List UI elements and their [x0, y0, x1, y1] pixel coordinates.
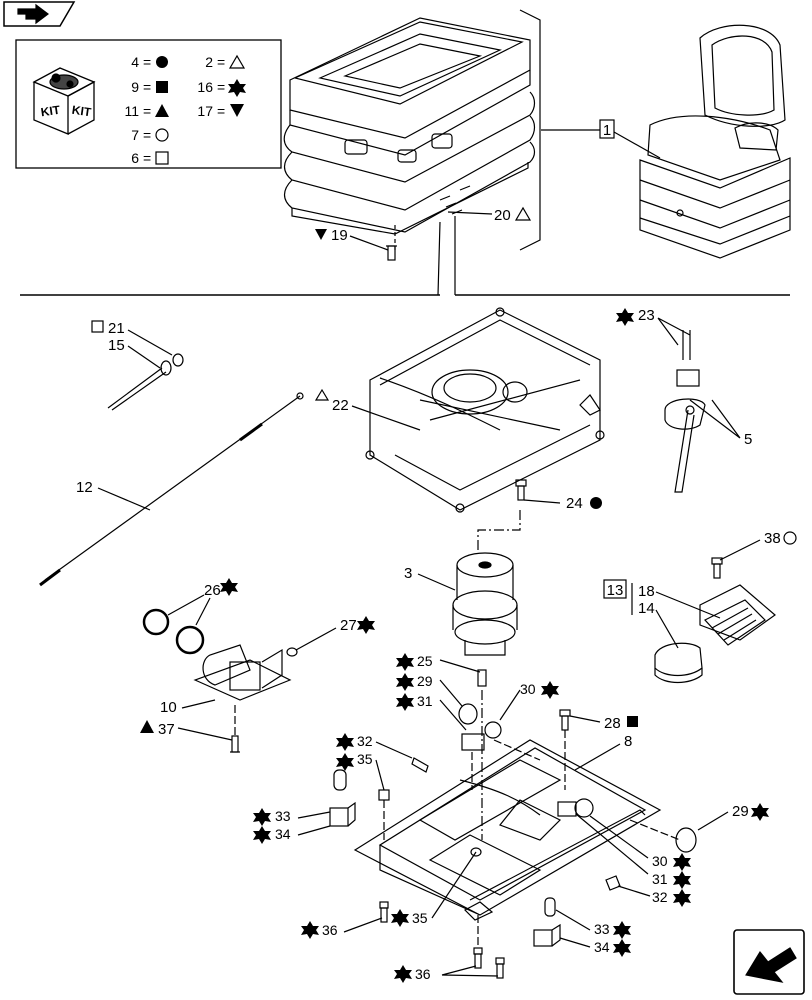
callout-8: 8: [624, 733, 632, 750]
filled-square-icon: [156, 81, 168, 93]
fasteners-30-31-right: [557, 798, 594, 818]
callout-27: 27: [340, 617, 357, 634]
callout-19: 19: [331, 227, 348, 244]
bracket-5: [664, 330, 706, 493]
callout-24: 24: [566, 495, 583, 512]
callout-5: 5: [744, 431, 752, 448]
callout-25: 25: [417, 653, 433, 669]
callout-26: 26: [204, 582, 221, 599]
screws-36-bottom: [473, 947, 505, 979]
svg-text:=: =: [143, 150, 151, 166]
callout-31-right: 31: [652, 871, 668, 887]
callout-29-right: 29: [732, 803, 749, 820]
fasteners-25-29-31-30: [458, 669, 502, 751]
screw-37: [230, 735, 240, 753]
callout-32-right: 32: [652, 889, 668, 905]
screw-38: [711, 557, 723, 579]
svg-text:=: =: [143, 79, 151, 95]
legend-number-11: 11: [124, 103, 139, 119]
svg-text:=: =: [217, 103, 225, 119]
callout-13: 13: [607, 582, 624, 599]
callout-1: 1: [603, 122, 611, 139]
legend-number-4: 4: [131, 54, 139, 70]
callout-10: 10: [160, 699, 177, 716]
svg-text:=: =: [143, 54, 151, 70]
callout-3: 3: [404, 565, 412, 582]
back-nav-icon[interactable]: [3, 1, 76, 27]
complete-seat-illustration: [639, 24, 791, 259]
legend-number-7: 7: [131, 127, 139, 143]
open-triangle-icon: [228, 54, 246, 69]
fasteners-32-35-left: [378, 757, 429, 840]
screw-36-left: [379, 901, 389, 923]
seat-suspension-assembly: [283, 17, 536, 235]
pin-15: [107, 360, 172, 411]
callout-37: 37: [158, 721, 175, 738]
forward-nav-icon[interactable]: [733, 929, 805, 995]
callout-20: 20: [494, 207, 511, 224]
callout-32: 32: [357, 733, 373, 749]
callout-18: 18: [638, 583, 655, 600]
assembly-bracket: 1: [519, 9, 661, 251]
clamps-26: [142, 608, 205, 655]
screw-32-right: [605, 875, 621, 891]
legend-number-17: 17: [197, 103, 213, 119]
callout-21: 21: [108, 320, 125, 337]
callout-30-right: 30: [652, 853, 668, 869]
callout-14: 14: [638, 600, 655, 617]
kit-label-right: KIT: [71, 103, 93, 120]
screw-19: [386, 245, 397, 261]
callout-34-bottom: 34: [594, 939, 610, 955]
svg-text:=: =: [143, 127, 151, 143]
pin-27: [286, 647, 298, 657]
callout-34: 34: [275, 826, 291, 842]
callout-36: 36: [322, 922, 338, 938]
base-plate-8: [353, 739, 662, 921]
callout-28: 28: [604, 715, 621, 732]
callout-30: 30: [520, 681, 536, 697]
bushing-33-34-bottom: [533, 897, 561, 947]
callout-33: 33: [275, 808, 291, 824]
svg-text:=: =: [217, 54, 225, 70]
kit-legend-box: KIT KIT 4 = 2 = 9 = 16 = 11 = 17 = 7 =: [15, 39, 282, 169]
kit-label-left: KIT: [40, 103, 62, 120]
bushing-33-34-left: [329, 769, 356, 827]
callout-36-bottom: 36: [415, 966, 431, 982]
callout-23: 23: [638, 307, 655, 324]
filled-down-triangle-icon: [230, 104, 244, 117]
scissor-frame-22: [365, 307, 605, 513]
callout-12: 12: [76, 479, 93, 496]
filled-triangle-icon: [155, 104, 169, 117]
callout-38: 38: [764, 530, 781, 547]
legend-number-9: 9: [131, 79, 139, 95]
screw-24: [515, 479, 527, 501]
open-square-icon: [155, 151, 169, 165]
cylinder-10: [193, 644, 292, 701]
svg-text:=: =: [217, 79, 225, 95]
pedal-assembly-18-14: [654, 584, 776, 684]
air-spring-3: [452, 552, 518, 656]
filled-circle-icon: [156, 56, 168, 68]
open-circle-icon: [155, 128, 169, 142]
cable-12: [39, 392, 304, 587]
bushing-29-right: [675, 827, 697, 853]
callout-15: 15: [108, 337, 125, 354]
callout-31: 31: [417, 693, 433, 709]
legend-number-6: 6: [131, 150, 139, 166]
callout-33-bottom: 33: [594, 921, 610, 937]
screw-28: [559, 709, 571, 731]
callout-35: 35: [357, 751, 373, 767]
callout-29: 29: [417, 673, 433, 689]
six-point-star-icon: [228, 79, 246, 97]
legend-number-16: 16: [197, 79, 213, 95]
svg-text:=: =: [143, 103, 151, 119]
callout-35-bottom: 35: [412, 910, 428, 926]
washer-21: [172, 353, 184, 367]
kit-cube-icon: KIT KIT: [32, 67, 96, 135]
callout-22: 22: [332, 397, 349, 414]
legend-number-2: 2: [205, 54, 213, 70]
